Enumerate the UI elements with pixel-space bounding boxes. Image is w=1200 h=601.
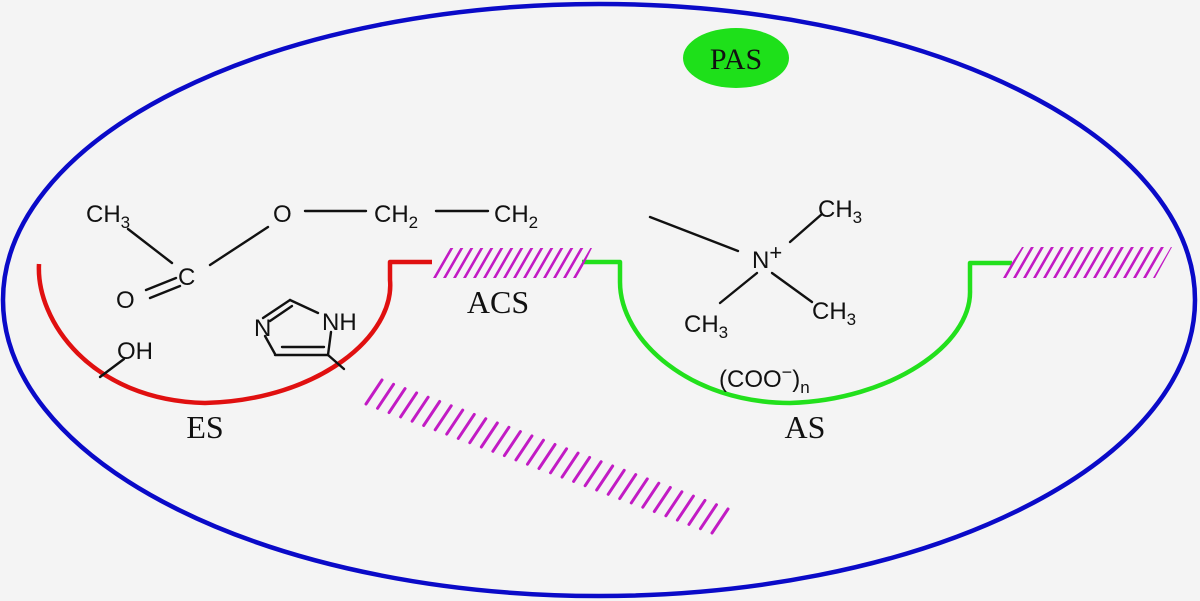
gorge-hatch-stroke (491, 425, 511, 453)
gorge-hatch-stroke (560, 451, 580, 479)
imid-bond-c5-chain (326, 353, 346, 371)
gorge-hatch-stroke (675, 494, 695, 522)
bond-n-methyl-left (718, 271, 759, 305)
gorge-hatch-stroke (456, 412, 476, 440)
gorge-hatch-stroke (595, 464, 615, 492)
bond-n-methyl-right (770, 271, 814, 304)
anionic-site: AS (582, 259, 1012, 445)
esteratic-site-pocket (36, 259, 432, 406)
serine-bond (98, 357, 126, 379)
imid-bond-c5-nh (326, 330, 333, 357)
acs-hatch (428, 248, 592, 278)
carboxylate-group: (COO−)n (719, 362, 810, 397)
gorge-hatch-stroke (664, 490, 684, 518)
gorge-hatch-stroke (433, 404, 453, 432)
methyl-right: CH3 (812, 298, 856, 329)
pas-badge (683, 28, 789, 88)
gorge-hatch-stroke (572, 455, 592, 483)
gorge-hatch-stroke (698, 503, 718, 531)
acs-label: ACS (467, 284, 529, 320)
acetyl-methyl: CH3 (86, 201, 130, 232)
bond-ch2-n (648, 215, 740, 253)
as-label: AS (785, 409, 826, 445)
gorge-hatch-stroke (364, 378, 384, 406)
gorge-hatch-stroke (514, 434, 534, 462)
gorge-hatch-stroke (583, 460, 603, 488)
imid-bond-n-c4 (263, 334, 277, 356)
methylene-1: CH2 (374, 201, 418, 232)
carbonyl-oxygen: O (116, 287, 135, 314)
gorge-wall-hatch (364, 378, 730, 535)
methyl-left: CH3 (684, 311, 728, 342)
gorge-hatch-stroke (710, 507, 730, 535)
gorge-hatch-stroke (618, 473, 638, 501)
imid-bond-c2-nh (288, 298, 320, 315)
methylene-2: CH2 (494, 201, 538, 232)
imid-double-n-c2 (268, 304, 294, 323)
right-wall-hatch (1002, 247, 1172, 278)
gorge-hatch-stroke (687, 498, 707, 526)
serine-residue: OH (98, 338, 153, 379)
acyl-pocket-hatch: ACS (428, 248, 592, 320)
gorge-hatch-stroke (422, 400, 442, 427)
peripheral-anionic-site: PAS (683, 28, 789, 88)
methyl-top: CH3 (818, 196, 862, 227)
serine-hydroxyl: OH (117, 338, 153, 365)
carbonyl-carbon: C (178, 264, 195, 291)
bond-ch3-c (126, 227, 174, 265)
gorge-hatch-stroke (502, 430, 522, 458)
anionic-site-pocket (582, 259, 1012, 406)
quaternary-nitrogen: N+ (752, 240, 782, 274)
gorge-hatch-stroke (537, 443, 557, 470)
acetylcholine-molecule: CH3 C O O CH2 CH2 N+ CH3 CH3 CH3 (86, 196, 862, 342)
gorge-hatch-stroke (399, 391, 419, 419)
histidine-residue: N NH (254, 298, 357, 371)
gorge-hatch-stroke (606, 468, 626, 496)
imid-bond-n-c2 (261, 298, 292, 320)
gorge-hatch-stroke (410, 395, 430, 423)
pas-label: PAS (710, 43, 762, 76)
es-label: ES (186, 409, 223, 445)
ester-oxygen: O (273, 201, 292, 228)
gorge-hatch-stroke (629, 477, 649, 505)
gorge-hatch-stroke (376, 382, 396, 410)
esteratic-site: ES (36, 259, 432, 445)
gorge-hatch-stroke (387, 387, 407, 415)
gorge-hatch-stroke (641, 481, 661, 509)
gorge-hatch-stroke (549, 447, 569, 475)
gorge-hatch-stroke (479, 421, 499, 449)
bond-c-o-ester (208, 225, 270, 267)
histidine-nh: NH (322, 309, 357, 336)
gorge-hatch-stroke (652, 486, 672, 513)
carbonyl-double-bond-2 (148, 284, 182, 300)
histidine-n: N (254, 315, 271, 342)
gorge-hatch-stroke (445, 408, 465, 436)
carbonyl-double-bond-1 (144, 276, 178, 292)
bond-n-methyl-top (788, 212, 824, 244)
gorge-hatch-stroke (468, 417, 488, 445)
gorge-hatch-stroke (525, 438, 545, 466)
